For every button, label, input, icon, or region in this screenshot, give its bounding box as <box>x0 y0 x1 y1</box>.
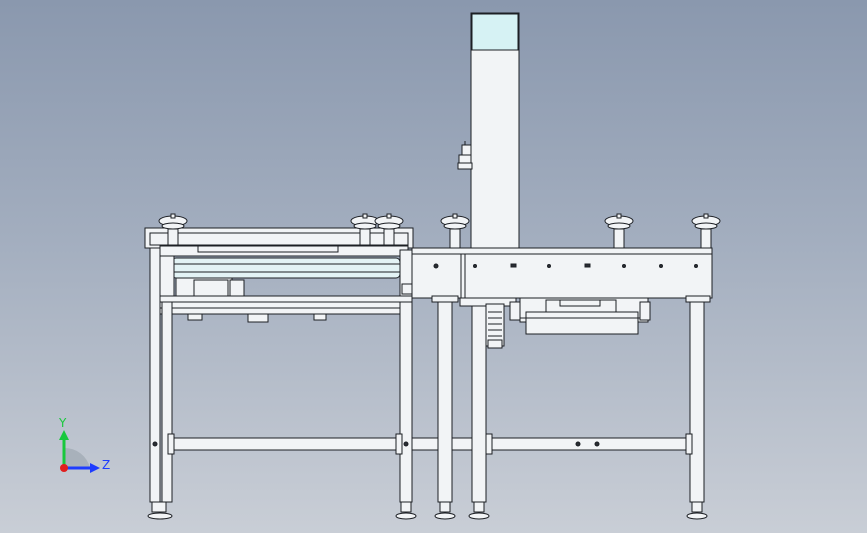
guide-rollers <box>158 213 721 249</box>
z-axis-label: Z <box>102 458 110 472</box>
right-conveyor <box>411 247 713 349</box>
vertical-column <box>470 12 520 249</box>
foot <box>686 501 708 520</box>
foot <box>468 501 490 520</box>
guide-roller <box>350 213 380 246</box>
foot <box>395 501 417 520</box>
conveyor-roller <box>171 257 401 279</box>
left-frame <box>144 227 414 323</box>
triad-origin <box>60 464 68 472</box>
sensor-bracket <box>457 141 473 170</box>
coordinate-triad: Y Z <box>58 416 110 473</box>
foot <box>434 501 456 520</box>
z-axis-arrowhead <box>90 463 100 473</box>
guide-roller <box>158 213 188 246</box>
y-axis-arrowhead <box>59 430 69 440</box>
guide-roller <box>374 213 404 246</box>
guide-roller <box>691 213 721 249</box>
foot <box>147 501 173 520</box>
y-axis-label: Y <box>58 416 67 430</box>
guide-roller <box>440 213 470 249</box>
leveling-feet <box>147 501 708 520</box>
guide-roller <box>604 213 634 249</box>
display-screen <box>471 13 519 51</box>
frame-legs <box>149 247 705 503</box>
cross-braces <box>152 433 693 455</box>
